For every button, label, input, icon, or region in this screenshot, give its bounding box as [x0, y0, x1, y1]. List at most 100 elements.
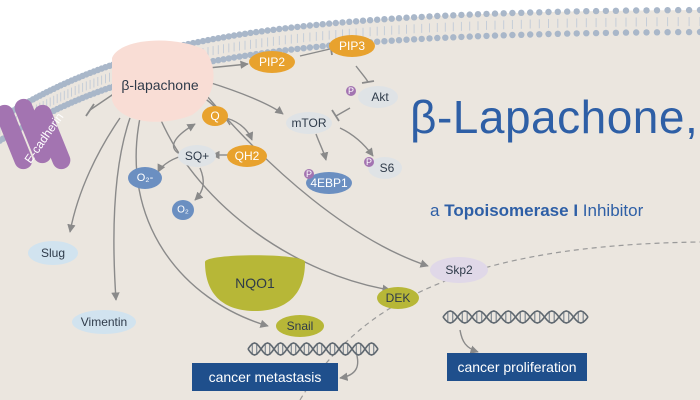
nqo1-label: NQO1 — [235, 275, 275, 291]
membrane-dot — [374, 16, 381, 23]
edge-lapachone-pip2 — [207, 60, 249, 69]
membrane-dot — [518, 31, 525, 38]
outcome-cancer-proliferation: cancer proliferation — [447, 353, 587, 381]
membrane-dot — [466, 33, 473, 40]
membrane-dot — [306, 44, 314, 51]
membrane-dot — [653, 7, 661, 14]
membrane-dot — [554, 30, 561, 37]
membrane-dot — [381, 38, 388, 45]
phospho-s6-label: P — [366, 157, 372, 167]
edge-lapachone-snail — [135, 117, 269, 328]
membrane-dot — [204, 36, 212, 44]
membrane-dot — [622, 7, 630, 14]
node-o2-minus: O₂- — [128, 167, 162, 189]
membrane-dot — [300, 45, 307, 52]
membrane-dot — [602, 7, 610, 15]
membrane-dot — [288, 24, 295, 31]
node-skp2: Skp2 — [430, 257, 488, 283]
subtitle-suffix: Inhibitor — [582, 201, 644, 220]
membrane-dot — [675, 6, 682, 14]
membrane-dot — [612, 29, 620, 36]
membrane-dot — [294, 23, 301, 31]
e-cadherin-protein: E-cadherin — [0, 98, 71, 170]
node-dek: DEK — [377, 287, 419, 309]
membrane-dot — [252, 28, 260, 36]
membrane-dot — [294, 45, 301, 53]
dna-strand — [442, 310, 589, 324]
membrane-dot — [602, 29, 610, 37]
membrane-dot — [426, 13, 433, 20]
membrane-dot — [230, 32, 238, 39]
vimentin-label: Vimentin — [81, 315, 127, 329]
membrane-dot — [518, 9, 525, 16]
membrane-dot — [359, 17, 367, 24]
membrane-dot — [583, 30, 590, 37]
membrane-dot — [483, 10, 490, 18]
membrane-dot — [491, 10, 499, 17]
outcome-cancer-metastasis: cancer metastasis — [192, 363, 338, 391]
membrane-dot — [474, 11, 482, 18]
membrane-dot — [612, 7, 620, 14]
membrane-dot — [319, 21, 326, 28]
mtor-label: mTOR — [291, 116, 326, 130]
node-q: Q — [202, 106, 228, 126]
membrane-dot — [264, 27, 271, 34]
membrane-dot — [339, 19, 346, 26]
membrane-dot — [225, 55, 232, 62]
node-slug: Slug — [28, 241, 78, 265]
membrane-dot — [220, 34, 227, 41]
membrane-dot — [410, 14, 418, 21]
inhibit-bar-ecadherin — [85, 103, 95, 117]
membrane-dot — [282, 25, 289, 32]
membrane-dot — [388, 15, 395, 22]
subtitle-prefix: a — [430, 201, 440, 220]
membrane-dot — [270, 26, 277, 33]
membrane-dot — [319, 43, 326, 50]
membrane-dot — [326, 20, 333, 27]
node-o2: O₂ — [172, 200, 194, 220]
node-pip3: PIP3 — [329, 35, 375, 57]
diagram-title: β-Lapachone, — [410, 91, 699, 143]
membrane-dot — [346, 18, 353, 25]
nucleus-membrane — [299, 241, 700, 400]
membrane-dot — [564, 8, 571, 15]
edge-lapachone-mtor — [207, 81, 284, 115]
membrane-dot — [332, 19, 339, 27]
membrane-dot — [395, 37, 403, 44]
q-label: Q — [210, 109, 219, 123]
membrane-dot — [536, 9, 543, 16]
o2-label: O₂ — [177, 205, 189, 216]
skp2-label: Skp2 — [445, 263, 473, 277]
node-pip2: PIP2 — [249, 51, 295, 73]
membrane-dot — [209, 35, 217, 43]
membrane-dot — [313, 43, 320, 51]
membrane-dot — [592, 7, 600, 15]
membrane-dot — [220, 56, 227, 63]
membrane-dot — [403, 36, 410, 43]
membrane-dot — [685, 6, 693, 14]
membrane-dot — [527, 9, 534, 16]
node-s6: S6 P — [364, 157, 402, 179]
membrane-dot — [622, 29, 630, 36]
inhibit-bar-mtor — [331, 109, 340, 122]
edge-dna-proliferation — [459, 329, 479, 354]
phospho-badge-s6 — [364, 157, 374, 167]
membrane-dot — [633, 29, 640, 36]
membrane-dot — [675, 28, 682, 36]
membrane-dot — [442, 12, 449, 19]
membrane-dot — [573, 8, 580, 15]
edge-q-qh2 — [225, 117, 254, 141]
node-4ebp1: 4EBP1 P — [304, 169, 352, 194]
4ebp1-label: 4EBP1 — [310, 176, 348, 190]
edge-pip3-akt — [355, 65, 369, 83]
phospho-akt-label: P — [348, 86, 354, 96]
membrane-dot — [458, 33, 465, 41]
membrane-dot — [545, 30, 552, 38]
membrane-dot — [247, 29, 254, 37]
membrane-dot — [410, 36, 418, 43]
membrane-dot — [189, 39, 197, 47]
edge-lapachone-vimentin — [111, 117, 131, 301]
phospho-badge-4ebp1 — [304, 169, 314, 179]
membrane-dot — [288, 46, 295, 53]
